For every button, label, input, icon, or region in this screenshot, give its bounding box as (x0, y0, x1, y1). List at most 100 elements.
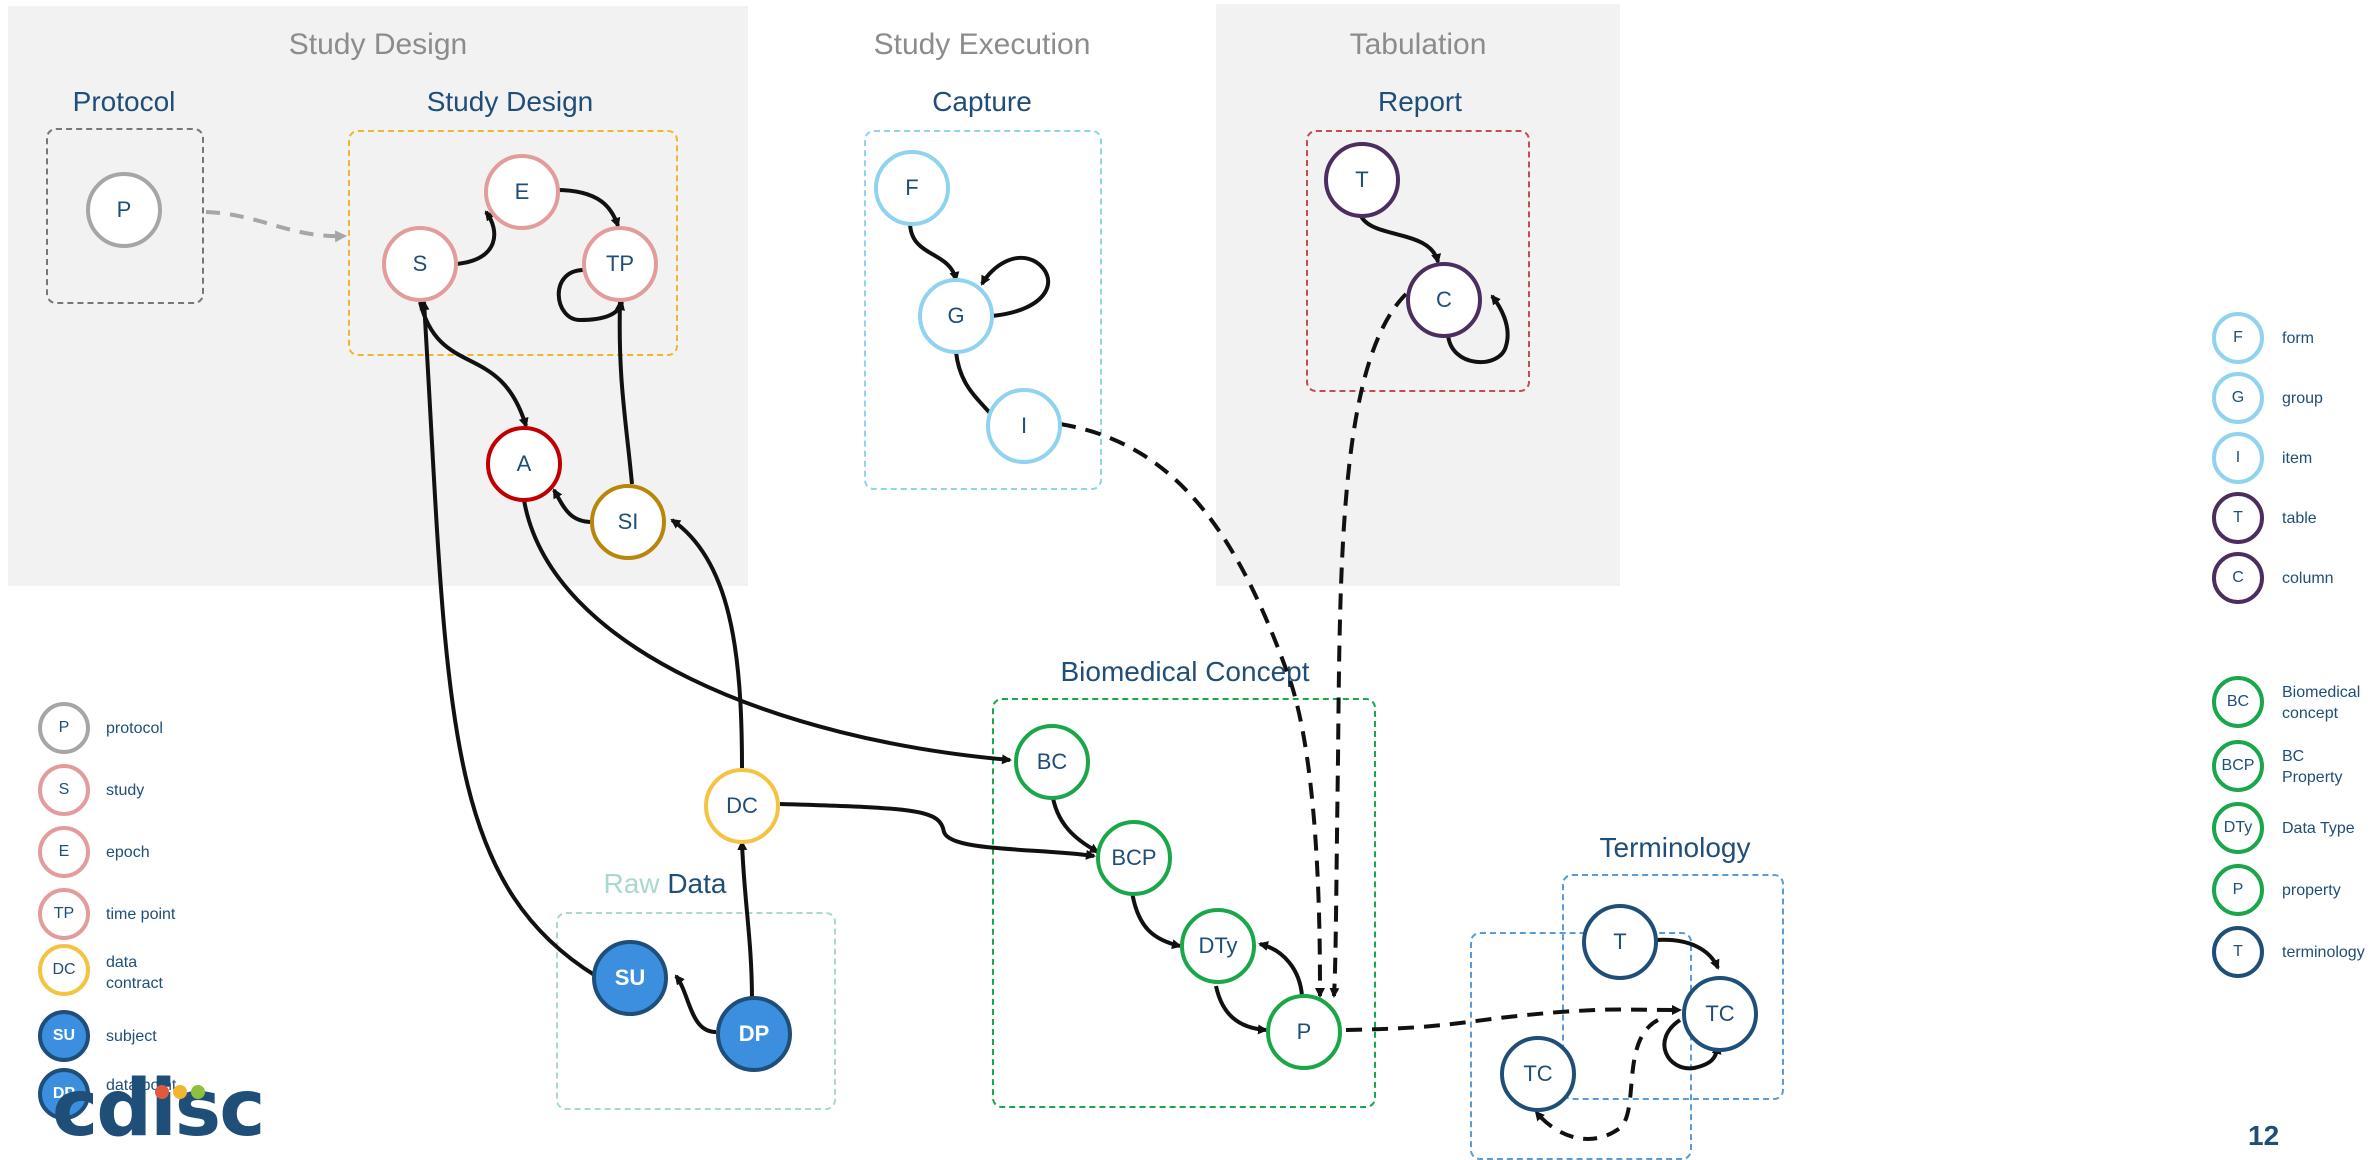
edge-term-t-to-tc (1655, 937, 1720, 970)
edge-s-to-a (418, 301, 529, 428)
legend-node-bc-property: BCP (2212, 740, 2264, 792)
edge-bc-to-bcp (1050, 791, 1100, 854)
cdisc-logo: cdisc (52, 1064, 265, 1154)
node-p-protocol[interactable]: P (86, 172, 162, 248)
page-number: 12 (2248, 1120, 2280, 1151)
legend-node-data-contract: DC (38, 944, 90, 996)
cdisc-logo-dots (155, 1085, 205, 1099)
group-title-terminology: Terminology (1599, 832, 1751, 863)
panel-tabulation: Tabulation (1216, 4, 1620, 586)
legend-node-form: F (2212, 312, 2264, 364)
legend-label-bc-property: BC Property (2282, 748, 2343, 786)
edge-dc-to-bcp (779, 802, 1096, 860)
node-tc-term-class[interactable]: TC (1682, 976, 1758, 1052)
legend-label-item: item (2282, 450, 2313, 467)
legend-label-group: group (2282, 390, 2323, 407)
legend-label-time-point: time point (106, 906, 176, 923)
legend-label-data-contract: data contract (106, 954, 163, 992)
legend-node-property: P (2212, 864, 2264, 916)
raw-data-suffix: Data (667, 868, 727, 899)
box-terminology-back (1470, 932, 1692, 1160)
legend-label-subject: subject (106, 1028, 157, 1045)
legend-node-item: I (2212, 432, 2264, 484)
legend-label-table: table (2282, 510, 2317, 527)
node-bcp-bc-property[interactable]: BCP (1096, 820, 1172, 896)
edge-si-to-a (552, 488, 593, 524)
node-p-property[interactable]: P (1266, 994, 1342, 1070)
legend-node-epoch: E (38, 826, 90, 878)
box-report (1306, 130, 1530, 392)
node-su-subject[interactable]: SU (592, 940, 668, 1016)
legend-node-biomedical-concept: BC (2212, 676, 2264, 728)
node-c-column[interactable]: C (1406, 262, 1482, 338)
node-a[interactable]: A (486, 426, 562, 502)
node-t-terminology[interactable]: T (1582, 904, 1658, 980)
group-title-biomedical-concept: Biomedical Concept (1060, 656, 1310, 687)
legend-node-protocol: P (38, 702, 90, 754)
legend-node-terminology: T (2212, 926, 2264, 978)
edge-protocol-to-study-design (205, 210, 347, 243)
node-dp-data-point[interactable]: DP (716, 996, 792, 1072)
edge-dc-to-si (670, 518, 744, 769)
edge-tp-self (556, 268, 625, 323)
legend-node-column: C (2212, 552, 2264, 604)
edge-dty-to-p (1214, 985, 1268, 1035)
legend-label-protocol: protocol (106, 720, 163, 737)
legend-label-study: study (106, 782, 145, 799)
group-title-protocol: Protocol (72, 86, 176, 117)
node-e-epoch[interactable]: E (484, 154, 560, 230)
legend-node-subject: SU (38, 1010, 90, 1062)
edge-tc-self (1662, 1018, 1722, 1071)
legend-node-data-point: DP (38, 1068, 90, 1120)
box-study-design (348, 130, 678, 356)
node-f-form[interactable]: F (874, 150, 950, 226)
panel-title-tabulation: Tabulation (1349, 28, 1487, 61)
legend-label-data-type: Data Type (2282, 820, 2355, 837)
node-t-table[interactable]: T (1324, 142, 1400, 218)
legend-node-time-point: TP (38, 888, 90, 940)
node-bc-biomedical-concept[interactable]: BC (1014, 724, 1090, 800)
group-title-raw-data: Raw Data (600, 868, 730, 900)
edge-i-to-p (1059, 422, 1325, 998)
edge-t-to-c (1358, 213, 1442, 264)
group-title-study-design: Study Design (426, 86, 594, 117)
edge-bcp-to-dty (1130, 891, 1182, 950)
node-s-study[interactable]: S (382, 226, 458, 302)
edge-si-to-tp (614, 300, 634, 485)
node-dty-data-type[interactable]: DTy (1180, 908, 1256, 984)
node-dc-data-contract[interactable]: DC (704, 768, 780, 844)
panel-title-study-design: Study Design (288, 28, 468, 61)
edge-e-to-tp (555, 188, 621, 228)
legend-node-data-type: DTy (2212, 802, 2264, 854)
edge-a-to-bc (522, 499, 1012, 765)
box-capture (864, 130, 1102, 490)
node-tp-time-point[interactable]: TP (582, 226, 658, 302)
edge-p-to-dty (1258, 941, 1304, 997)
panel-title-study-execution: Study Execution (873, 28, 1091, 61)
legend-label-terminology: terminology (2282, 944, 2365, 961)
box-biomedical-concept (992, 698, 1376, 1108)
edge-p-to-tc (1345, 1004, 1682, 1032)
legend-label-form: form (2282, 330, 2314, 347)
edge-g-self (980, 255, 1051, 318)
edge-dp-to-dc (737, 840, 754, 1001)
box-raw-data (556, 912, 836, 1110)
group-title-report: Report (1377, 86, 1463, 117)
node-i-item[interactable]: I (986, 388, 1062, 464)
edge-su-to-s (419, 300, 598, 978)
edge-c-self (1446, 294, 1510, 365)
edge-tc-to-tc2 (1534, 1018, 1660, 1141)
node-g-group[interactable]: G (918, 278, 994, 354)
raw-data-prefix: Raw (603, 868, 660, 899)
edge-s-to-e (455, 210, 497, 266)
node-si[interactable]: SI (590, 484, 666, 560)
box-terminology-front (1562, 874, 1784, 1100)
legend-node-table: T (2212, 492, 2264, 544)
legend-node-group: G (2212, 372, 2264, 424)
legend-label-property: property (2282, 882, 2341, 899)
legend-node-study: S (38, 764, 90, 816)
node-tc-term-class-2[interactable]: TC (1500, 1036, 1576, 1112)
edge-f-to-g (908, 221, 960, 282)
